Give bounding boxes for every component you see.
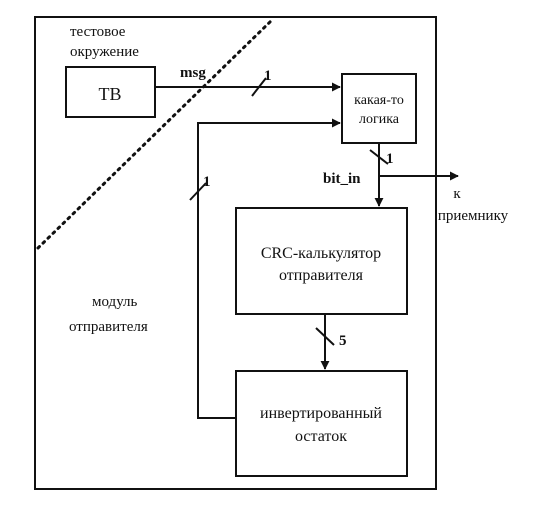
module-label-line2: отправителя: [69, 319, 148, 335]
crc-calculator-label-line1: CRC-калькулятор: [261, 245, 381, 262]
inverted-remainder-block: [235, 370, 408, 477]
test-env-label-line1: тестовое: [70, 24, 126, 40]
feedback-width-tick: [189, 182, 207, 201]
feedback-width-label: 1: [203, 174, 211, 190]
receiver-label-line1: к: [453, 186, 461, 202]
tb-block: [65, 66, 156, 118]
logic-output-width-tick: [369, 149, 389, 165]
module-label-line1: модуль: [92, 294, 138, 310]
crc-output-width-label: 5: [339, 333, 347, 349]
module-boundary: [34, 16, 437, 490]
msg-label: msg: [180, 65, 206, 81]
logic-output-width-label: 1: [386, 151, 394, 167]
crc-calculator-label-line2: отправителя: [279, 267, 364, 284]
feedback-wire: [197, 118, 341, 419]
receiver-label-line2: приемнику: [438, 208, 509, 224]
inverted-remainder-label-line1: инвертированный: [260, 405, 382, 422]
testbench-separator-line: [36, 18, 274, 250]
inverted-remainder-label-line2: остаток: [295, 428, 347, 445]
msg-width-tick: [251, 77, 267, 97]
tb-block-label: TB: [98, 84, 121, 104]
crc-calculator-block: [235, 207, 408, 315]
test-env-label-line2: окружение: [70, 44, 139, 60]
logic-block-label-line2: логика: [359, 112, 400, 127]
bit-in-label: bit_in: [323, 171, 361, 187]
logic-block-label-line1: какая-то: [354, 93, 404, 108]
logic-block: [341, 73, 417, 144]
crc-output-width-tick: [315, 327, 335, 346]
msg-width-label: 1: [264, 68, 272, 84]
